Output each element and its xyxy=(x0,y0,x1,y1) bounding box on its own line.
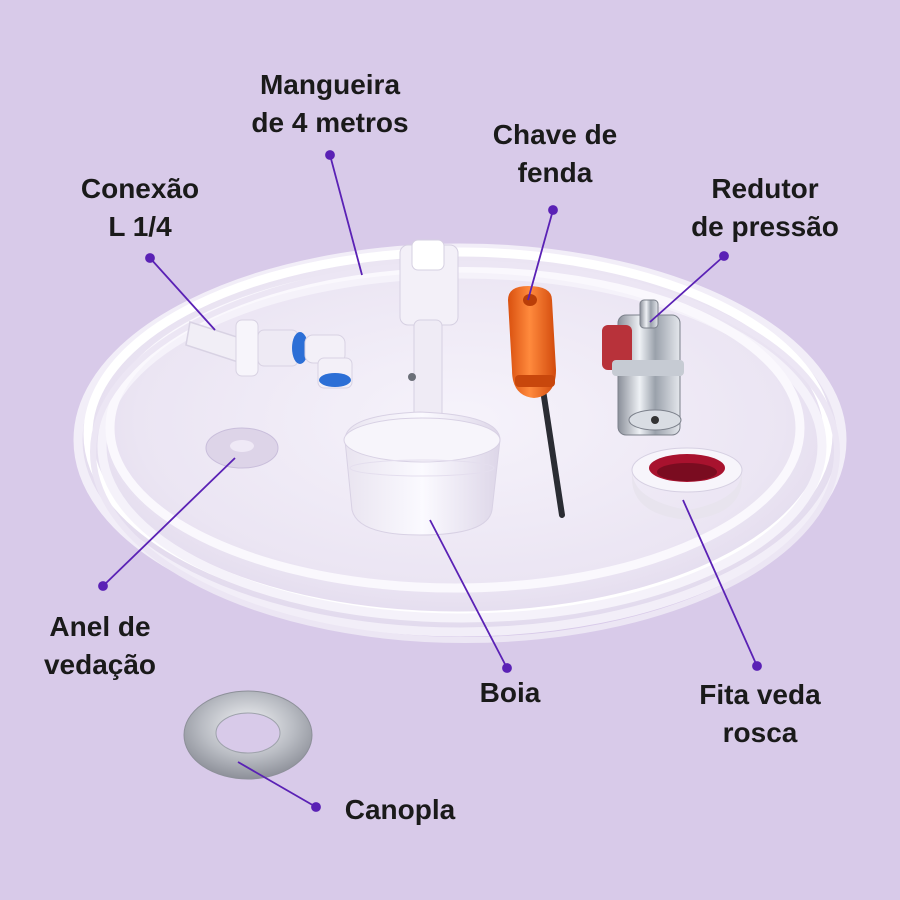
pointer-lines xyxy=(98,150,762,812)
label-anel-de-vedacao: Anel de vedação xyxy=(25,608,175,684)
label-mangueira-line1: Mangueira xyxy=(259,69,401,100)
label-chave-de-fenda: Chave de fenda xyxy=(470,116,640,192)
label-canopla: Canopla xyxy=(320,791,480,829)
label-conexao-line1: Conexão xyxy=(80,173,200,204)
label-anel-line1: Anel de xyxy=(49,611,151,642)
label-mangueira: Mangueira de 4 metros xyxy=(225,66,435,142)
label-redutor-line1: Redutor xyxy=(711,173,819,204)
l-connector xyxy=(185,319,353,389)
escutcheon-plate xyxy=(183,690,313,780)
label-fita-line1: Fita veda xyxy=(699,679,821,710)
label-chave-line2: fenda xyxy=(517,157,593,188)
label-redutor: Redutor de pressão xyxy=(680,170,850,246)
label-redutor-line2: de pressão xyxy=(691,211,839,242)
sealing-ring xyxy=(205,427,279,469)
float-valve xyxy=(343,239,501,536)
thread-seal-tape xyxy=(631,447,743,520)
label-anel-line2: vedação xyxy=(43,649,157,680)
label-boia: Boia xyxy=(455,674,565,712)
label-mangueira-line2: de 4 metros xyxy=(251,107,409,138)
screwdriver xyxy=(508,286,565,518)
label-fita-veda-rosca: Fita veda rosca xyxy=(670,676,850,752)
pressure-reducer xyxy=(602,299,684,436)
label-chave-line1: Chave de xyxy=(492,119,618,150)
label-conexao-line2: L 1/4 xyxy=(108,211,172,242)
label-conexao: Conexão L 1/4 xyxy=(60,170,220,246)
label-canopla-line1: Canopla xyxy=(344,794,456,825)
label-fita-line2: rosca xyxy=(722,717,798,748)
label-boia-line1: Boia xyxy=(479,677,541,708)
